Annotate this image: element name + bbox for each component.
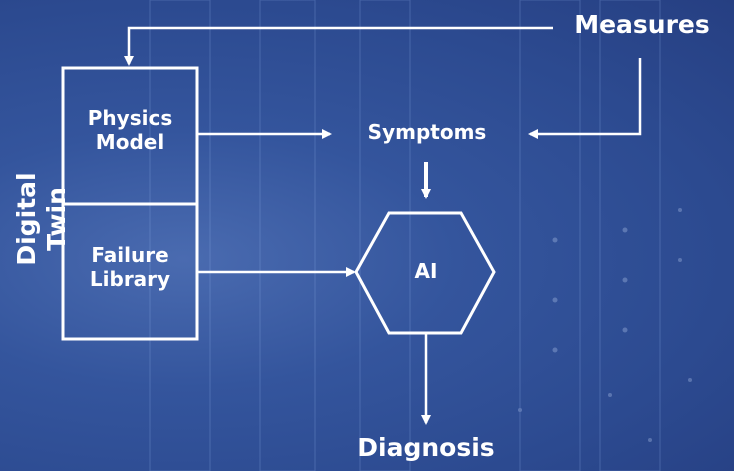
- arrow-measures-to-model: [124, 26, 553, 66]
- ai-label: AI: [414, 259, 438, 283]
- arrow-measures-to-symptoms: [528, 58, 642, 139]
- physics-model-label: Physics Model: [87, 106, 173, 154]
- ai-hexagon: [354, 211, 496, 335]
- symptoms-label: Symptoms: [367, 120, 487, 144]
- digital-twin-label: Digital Twin: [12, 172, 71, 266]
- measures-label: Measures: [574, 10, 710, 39]
- diagnosis-label: Diagnosis: [357, 433, 495, 462]
- failure-library-label: Failure Library: [89, 243, 171, 291]
